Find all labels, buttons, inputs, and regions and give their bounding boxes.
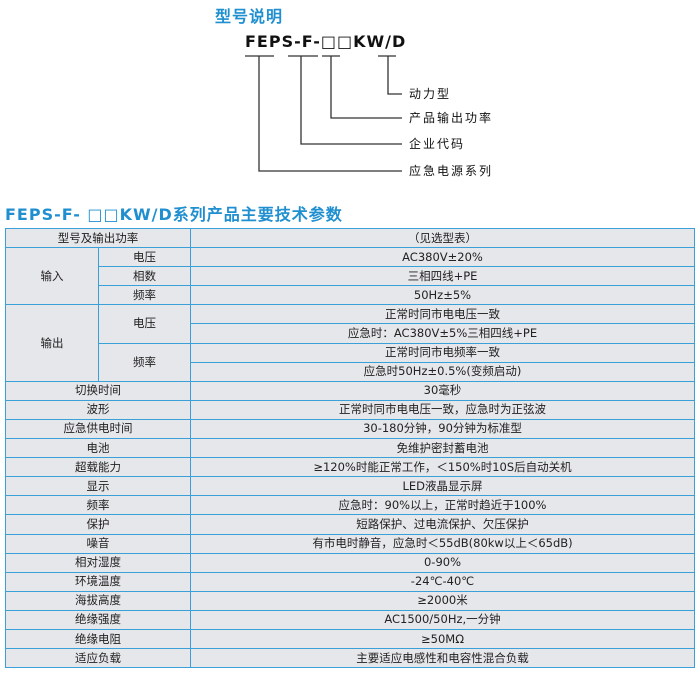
row-label: 相对湿度 [5,552,191,573]
row-value: 短路保护、过电流保护、欠压保护 [190,514,695,535]
row-label: 超载能力 [5,457,191,478]
label-output-power: 产品输出功率 [409,111,494,125]
row-value: ≥120%时能正常工作，＜150%时10S后自动关机 [190,457,695,478]
row-value: ≥50MΩ [190,628,695,650]
row-value: 正常时同市电电压一致 [190,304,695,325]
row-value: ≥2000米 [190,590,695,611]
table-row: 电池免维护密封蓄电池 [5,438,695,459]
row-value: 应急时：AC380V±5%三相四线+PE [190,323,695,344]
row-label: 绝缘电阻 [5,628,191,650]
row-label: 波形 [5,399,191,420]
row-value: 50Hz±5% [190,285,695,306]
label-company-code: 企业代码 [409,137,466,151]
table-row: 相数三相四线+PE [6,266,695,287]
label-power-type: 动力型 [409,87,452,101]
row-label: 噪音 [5,533,191,554]
row-value: AC380V±20% [190,247,695,268]
row-label: 型号及输出功率 [5,227,191,249]
model-code-diagram-lines [245,55,402,172]
row-label: 绝缘强度 [5,609,191,630]
table-row: 频率应急时：90%以上，正常时趋近于100% [5,495,695,516]
row-value: 主要适应电感性和电容性混合负载 [190,648,695,669]
row-label: 适应负载 [5,648,191,669]
table-row: 频率正常时同市电频率一致 [6,342,695,382]
row-label: 应急供电时间 [5,418,191,440]
row-label: 环境温度 [5,571,191,592]
sub-label: 电压 [98,247,191,268]
row-value: 0-90% [190,552,695,573]
table-row: 适应负载主要适应电感性和电容性混合负载 [5,648,695,669]
row-value: 正常时同市电频率一致 [190,342,695,363]
model-code: FEPS-F-□□KW/D [245,32,407,51]
row-value: LED液晶显示屏 [190,476,695,497]
sub-label: 频率 [98,342,191,382]
row-value: 应急时50Hz±0.5%(变频启动) [190,361,695,382]
row-label: 频率 [5,495,191,516]
row-value: （见选型表） [190,227,695,249]
sub-label: 电压 [98,304,191,344]
table-row: 绝缘电阻≥50MΩ [5,628,695,650]
row-value: AC1500/50Hz,一分钟 [190,609,695,630]
row-label: 显示 [5,476,191,497]
row-value: -24℃-40℃ [190,571,695,592]
table-row: 噪音有市电时静音，应急时＜55dB(80kw以上＜65dB) [5,533,695,554]
row-label: 电池 [5,438,191,459]
section-title: FEPS-F- □□KW/D系列产品主要技术参数 [5,205,343,224]
table-row: 环境温度-24℃-40℃ [5,571,695,592]
table-row: 输出电压正常时同市电电压一致 [5,304,695,382]
row-value: 有市电时静音，应急时＜55dB(80kw以上＜65dB) [190,533,695,554]
sub-label: 频率 [98,285,191,306]
table-row: 超载能力≥120%时能正常工作，＜150%时10S后自动关机 [5,457,695,478]
row-value: 免维护密封蓄电池 [190,438,695,459]
row-value: 三相四线+PE [190,266,695,287]
model-description-title: 型号说明 [215,7,284,26]
row-value: 应急时：90%以上，正常时趋近于100% [190,495,695,516]
table-row: 保护短路保护、过电流保护、欠压保护 [5,514,695,535]
group-label: 输出 [5,304,99,382]
group-label: 输入 [5,247,99,306]
table-row: 波形正常时同市电电压一致，应急时为正弦波 [5,399,695,420]
row-value: 30-180分钟，90分钟为标准型 [190,418,695,440]
label-series: 应急电源系列 [409,164,494,178]
table-row: 应急时：AC380V±5%三相四线+PE [6,323,695,344]
row-label: 保护 [5,514,191,535]
row-value: 正常时同市电电压一致，应急时为正弦波 [190,399,695,420]
table-row: 海拔高度≥2000米 [5,590,695,611]
sub-label: 相数 [98,266,191,287]
row-label: 海拔高度 [5,590,191,611]
row-value: 30毫秒 [190,380,695,401]
table-row: 型号及输出功率（见选型表） [5,227,695,249]
row-label: 切换时间 [5,380,191,401]
